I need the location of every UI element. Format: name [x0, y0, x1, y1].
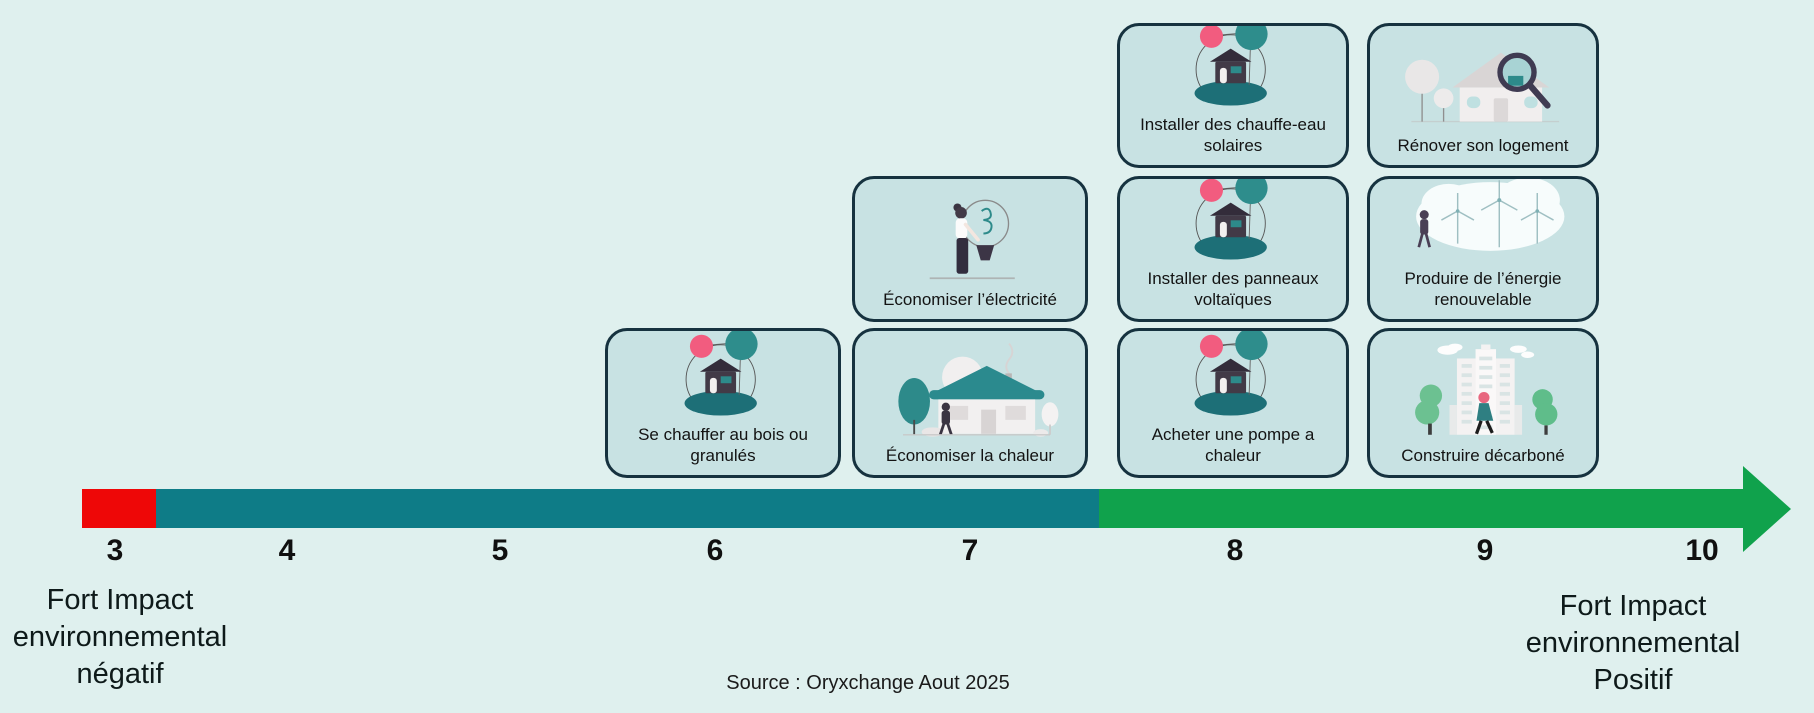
- card-label: Installer des chauffe-eau solaires: [1140, 115, 1326, 155]
- card-se-chauffer-bois: Se chauffer au bois ou granulés: [605, 328, 841, 478]
- positive-impact-caption: Fort Impact environnemental Positif: [1525, 590, 1741, 696]
- scale-arrow-head-icon: [1743, 466, 1791, 552]
- house-balloons-illustration: [1120, 179, 1346, 268]
- tick-7: 7: [961, 534, 979, 567]
- card-label: Économiser l’électricité: [883, 290, 1057, 309]
- tick-8: 8: [1226, 534, 1244, 567]
- scale-segment-positive: [1099, 489, 1743, 528]
- tick-3: 3: [106, 534, 124, 567]
- card-renover-logement: Rénover son logement: [1367, 23, 1599, 168]
- tick-9: 9: [1476, 534, 1494, 567]
- person-lightbulb-illustration: [855, 179, 1085, 289]
- house-balloons-illustration: [608, 331, 838, 424]
- tick-6: 6: [706, 534, 724, 567]
- card-economiser-electricite: Économiser l’électricité: [852, 176, 1088, 322]
- card-label: Installer des panneaux voltaïques: [1147, 269, 1319, 309]
- house-magnifier-illustration: [1370, 26, 1596, 135]
- house-balloons-illustration: [1120, 331, 1346, 424]
- house-trees-illustration: [855, 331, 1085, 445]
- card-economiser-chaleur: Économiser la chaleur: [852, 328, 1088, 478]
- card-installer-chauffe-eau: Installer des chauffe-eau solaires: [1117, 23, 1349, 168]
- card-label: Se chauffer au bois ou granulés: [638, 425, 808, 465]
- card-label: Produire de l’énergie renouvelable: [1404, 269, 1562, 309]
- wind-turbines-illustration: [1370, 179, 1596, 268]
- scale-segment-negative: [82, 489, 156, 528]
- tick-10: 10: [1685, 534, 1719, 567]
- building-trees-illustration: [1370, 331, 1596, 445]
- card-construire-decarbone: Construire décarboné: [1367, 328, 1599, 478]
- scale-segment-neutral: [156, 489, 1099, 528]
- card-installer-panneaux: Installer des panneaux voltaïques: [1117, 176, 1349, 322]
- card-acheter-pompe: Acheter une pompe a chaleur: [1117, 328, 1349, 478]
- negative-impact-caption: Fort Impact environnemental négatif: [12, 584, 228, 690]
- tick-5: 5: [491, 534, 509, 567]
- card-label: Acheter une pompe a chaleur: [1151, 425, 1315, 465]
- card-produire-energie: Produire de l’énergie renouvelable: [1367, 176, 1599, 322]
- card-label: Rénover son logement: [1397, 136, 1569, 155]
- source-note: Source : Oryxchange Aout 2025: [726, 672, 1010, 694]
- card-label: Construire décarboné: [1401, 446, 1565, 465]
- card-label: Économiser la chaleur: [885, 446, 1055, 465]
- house-balloons-illustration: [1120, 26, 1346, 114]
- tick-4: 4: [278, 534, 296, 567]
